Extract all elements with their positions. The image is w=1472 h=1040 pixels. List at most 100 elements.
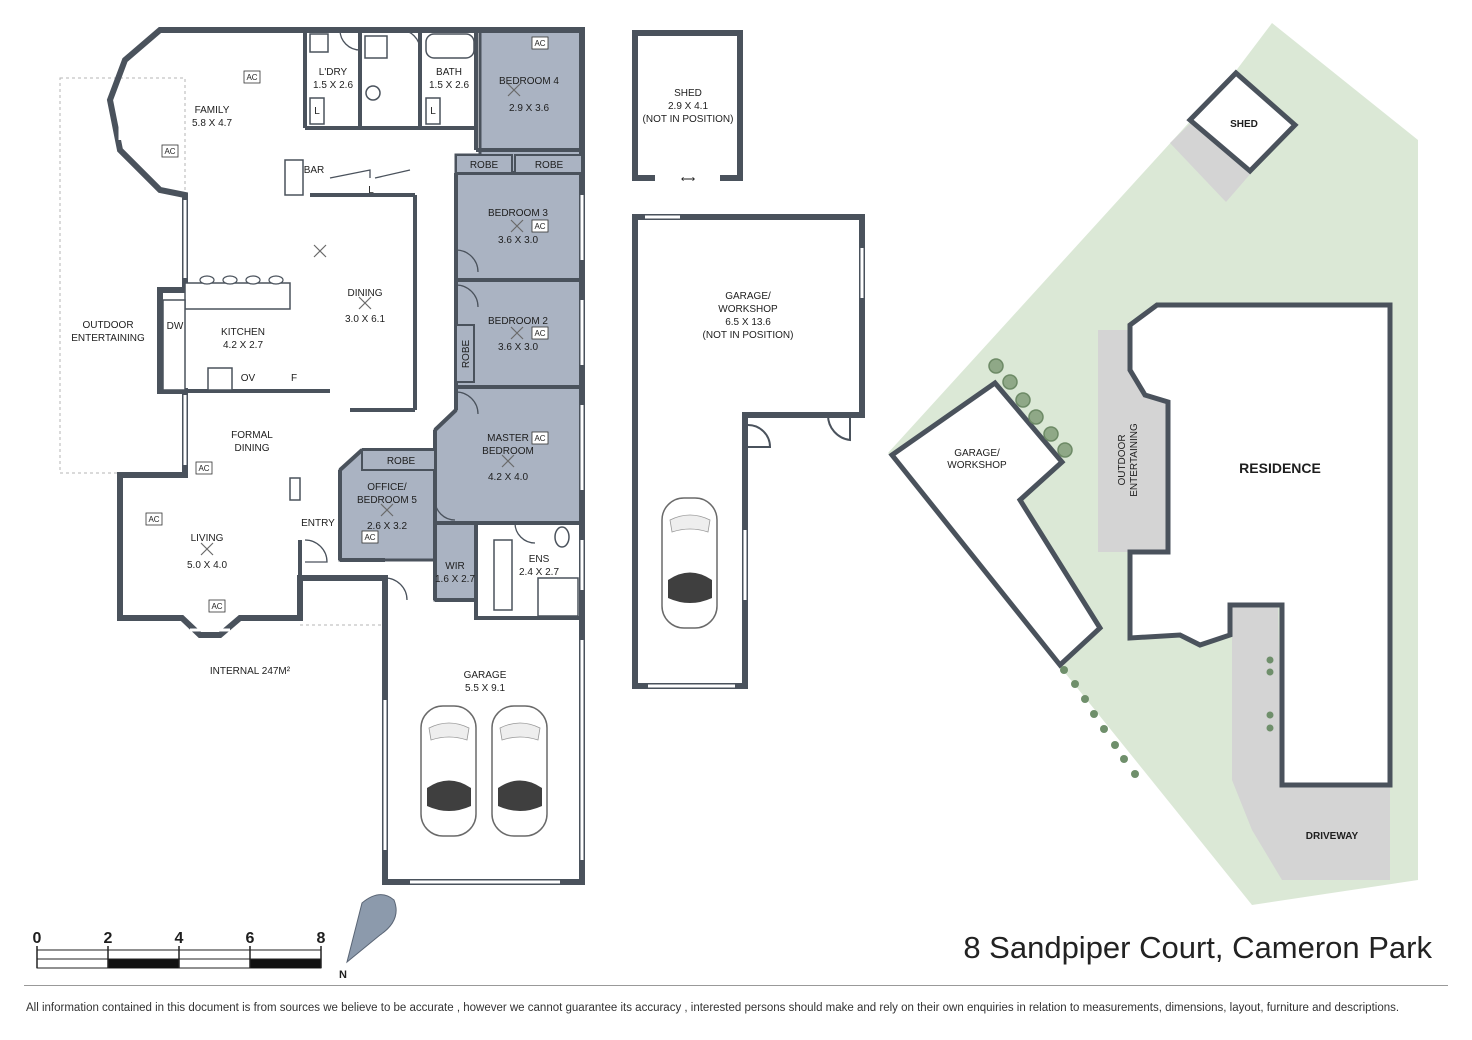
svg-text:AC: AC: [198, 464, 209, 473]
garage-name: GARAGE: [464, 670, 507, 681]
ac-family-1: AC: [243, 70, 261, 84]
bed2-name: BEDROOM 2: [488, 316, 548, 327]
windows: [118, 95, 584, 884]
site-outdoor-label-2: ENTERTAINING: [1129, 423, 1140, 497]
site-plan: SHED OUTDOOR ENTERTAINING DRIVEWAY RESID…: [888, 23, 1418, 905]
workshop-side-door: [747, 424, 772, 448]
bar-stools: [199, 275, 284, 285]
formal-name-2: DINING: [235, 443, 270, 454]
master-name-2: BEDROOM: [482, 446, 534, 457]
ensuite-toilet: [554, 526, 570, 548]
svg-text:AC: AC: [164, 147, 175, 156]
site-shed: [1186, 69, 1299, 175]
scale-tick-8: 8: [317, 930, 326, 947]
bed4-name: BEDROOM 4: [499, 76, 559, 87]
label-l-1: L: [314, 106, 320, 117]
family-dim: 5.8 X 4.7: [192, 118, 232, 129]
dining-dim: 3.0 X 6.1: [345, 314, 385, 325]
bath-name: BATH: [436, 67, 462, 78]
workshop-name: GARAGE/: [725, 291, 771, 302]
doors: [304, 29, 536, 601]
wir-name: WIR: [445, 561, 464, 572]
footer-divider: [24, 985, 1448, 986]
bath-dim: 1.5 X 2.6: [429, 80, 469, 91]
workshop-door-swing: [826, 414, 851, 442]
ac-living-1: AC: [145, 512, 163, 526]
workshop-note: (NOT IN POSITION): [703, 330, 794, 341]
office-dim: 2.6 X 3.2: [367, 521, 407, 532]
basin: [365, 85, 381, 101]
bath-cupboard: [425, 97, 441, 125]
living-name: LIVING: [191, 533, 224, 544]
north-arrow: N: [339, 894, 397, 981]
label-dw: DW: [167, 321, 184, 332]
wir-dim: 1.6 X 2.7: [435, 574, 475, 585]
disclaimer-text: All information contained in this docume…: [26, 1002, 1400, 1014]
workshop-dim: 6.5 X 13.6: [725, 317, 771, 328]
property-address: 8 Sandpiper Court, Cameron Park: [963, 930, 1432, 965]
svg-text:AC: AC: [246, 73, 257, 82]
workshop-outline: [632, 214, 865, 689]
fireplace: [289, 477, 301, 501]
office-name: OFFICE/: [367, 482, 407, 493]
scale-tick-0: 0: [33, 930, 42, 947]
family-name: FAMILY: [195, 105, 230, 116]
svg-text:AC: AC: [148, 515, 159, 524]
bed3-dim: 3.6 X 3.0: [498, 235, 538, 246]
robe-label-3: ROBE: [461, 340, 472, 369]
ac-bed3: AC: [531, 219, 549, 233]
garage-car-icon-2: [491, 705, 548, 837]
kitchen-name: KITCHEN: [221, 327, 265, 338]
workshop-name-2: WORKSHOP: [718, 304, 778, 315]
ensuite-shower: [537, 577, 579, 617]
laundry-tub: [309, 33, 329, 53]
ac-bed4: AC: [531, 36, 549, 50]
svg-text:AC: AC: [534, 434, 545, 443]
ens-name: ENS: [529, 554, 550, 565]
master-dim: 4.2 X 4.0: [488, 472, 528, 483]
entry-name: ENTRY: [301, 518, 335, 529]
laundry-name: L'DRY: [319, 67, 348, 78]
ac-badges: AC AC AC AC AC AC AC AC AC AC: [145, 36, 549, 613]
kitchen-dim: 4.2 X 2.7: [223, 340, 263, 351]
outdoor-label: OUTDOOR: [82, 320, 133, 331]
svg-text:AC: AC: [211, 602, 222, 611]
bedroom3-fill: [454, 171, 584, 282]
main-house: OUTDOOR ENTERTAINING: [59, 27, 585, 885]
bed2-dim: 3.6 X 3.0: [498, 342, 538, 353]
garage-dim: 5.5 X 9.1: [465, 683, 505, 694]
site-garage-label: GARAGE/: [954, 448, 1000, 459]
scale-bar: 0 2 4 6 8: [33, 930, 326, 969]
shed-arrows: ⟷: [681, 174, 695, 185]
site-palms: [1060, 656, 1274, 778]
scale-tick-4: 4: [175, 930, 184, 947]
master-name: MASTER: [487, 433, 529, 444]
robe-bed4-left: [455, 154, 513, 174]
robe-label-2: ROBE: [535, 160, 564, 171]
svg-text:AC: AC: [534, 39, 545, 48]
bed4-dim: 2.9 X 3.6: [509, 103, 549, 114]
shed-dim: 2.9 X 4.1: [668, 101, 708, 112]
site-driveway-label: DRIVEWAY: [1306, 831, 1359, 842]
site-hedge: [988, 358, 1073, 458]
robe-bed4-right: [514, 154, 583, 174]
office-name-2: BEDROOM 5: [357, 495, 417, 506]
fixtures: [162, 33, 579, 617]
ac-bed2: AC: [531, 326, 549, 340]
formal-name: FORMAL: [231, 430, 273, 441]
site-residence: [1127, 302, 1393, 788]
svg-text:AC: AC: [534, 329, 545, 338]
ac-office: AC: [361, 530, 379, 544]
label-ov: OV: [241, 373, 256, 384]
ac-master: AC: [531, 431, 549, 445]
label-l-3: L: [368, 185, 374, 196]
site-shed-label: SHED: [1230, 119, 1258, 130]
site-residence-label: RESIDENCE: [1239, 460, 1321, 476]
interior-walls: [160, 30, 582, 620]
internal-area: INTERNAL 247M²: [210, 666, 291, 677]
site-garage-label-2: WORKSHOP: [947, 460, 1007, 471]
ceiling-fans: [200, 83, 524, 556]
outdoor-area: [59, 77, 186, 474]
laundry-dim: 1.5 X 2.6: [313, 80, 353, 91]
north-label: N: [339, 969, 347, 981]
